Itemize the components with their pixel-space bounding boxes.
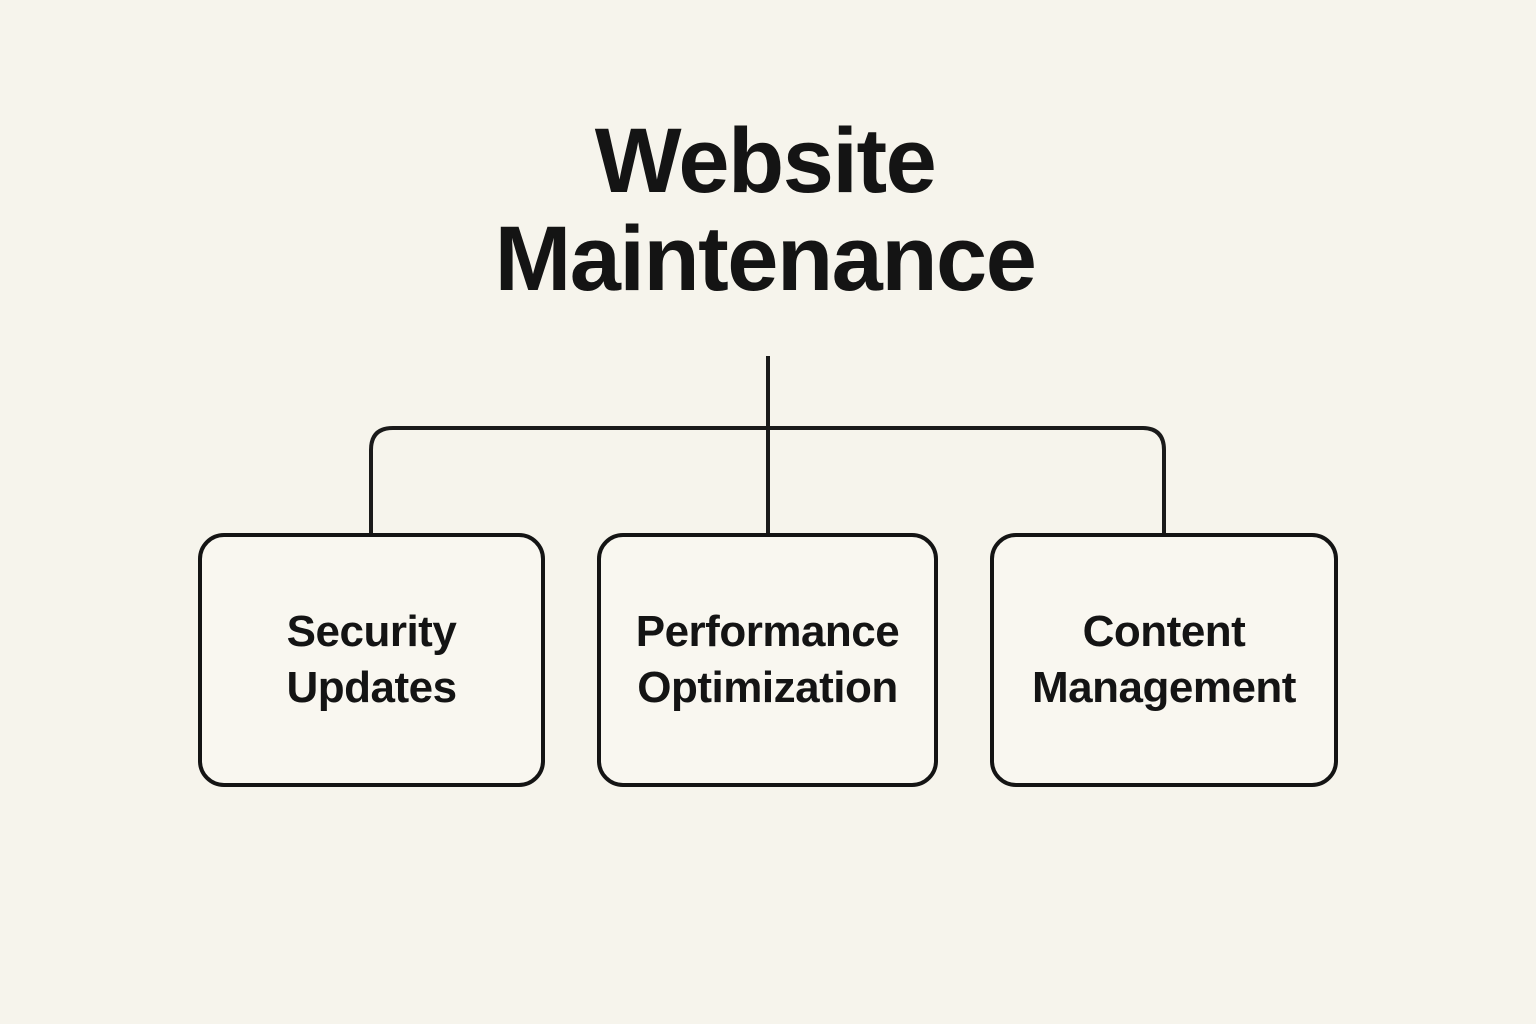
diagram-title: Website Maintenance — [494, 110, 1037, 311]
node-security-updates-label: Security Updates — [286, 607, 457, 712]
node-security-updates: Security Updates — [198, 533, 545, 787]
node-content-management-label: Content Management — [1032, 607, 1296, 712]
connector-bracket — [369, 426, 1166, 533]
node-content-management: Content Management — [990, 533, 1338, 787]
node-performance-optimization: Performance Optimization — [597, 533, 938, 787]
node-performance-optimization-label: Performance Optimization — [635, 607, 900, 712]
